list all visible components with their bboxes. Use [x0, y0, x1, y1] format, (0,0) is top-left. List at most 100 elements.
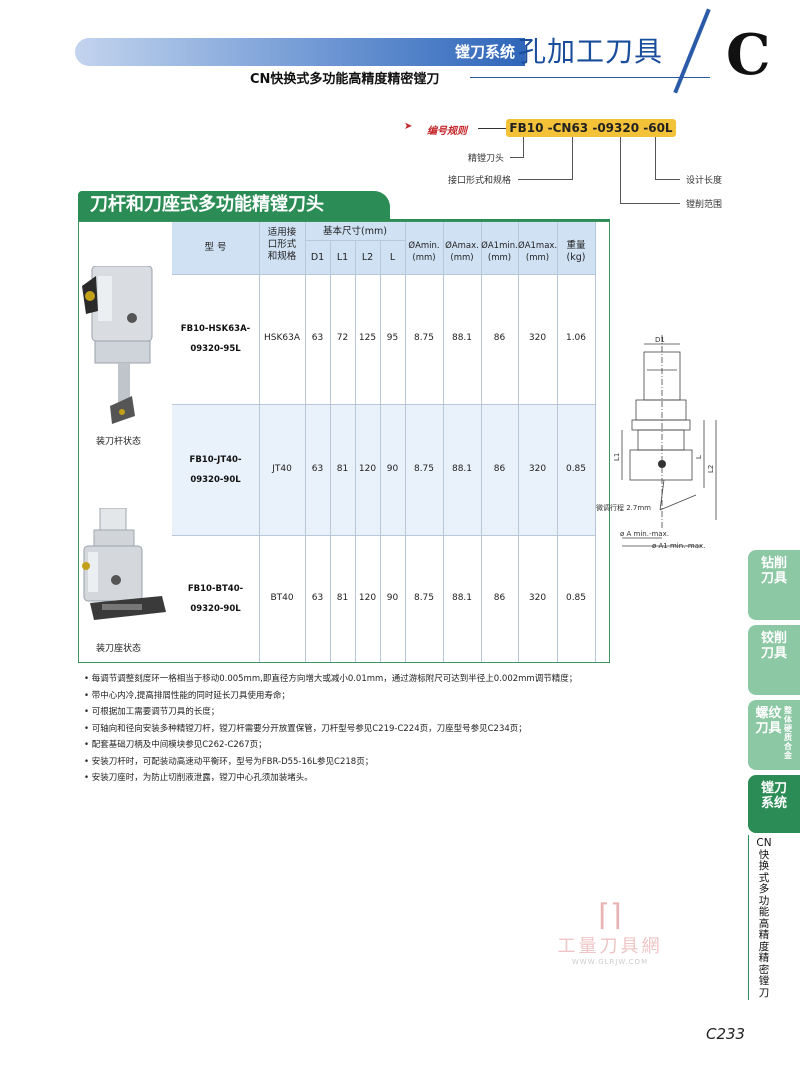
- table-cell-L2: 120: [358, 592, 377, 603]
- col-divider: [557, 222, 558, 662]
- table-cell-a_min: 8.75: [413, 592, 435, 603]
- side-vertical-title: CN快换式多功能高精度精密镗刀: [756, 837, 772, 999]
- col-divider: [481, 222, 482, 662]
- row-divider: [172, 535, 595, 536]
- row-divider: [305, 240, 405, 241]
- table-cell-model: FB10-HSK63A-09320-95L: [180, 324, 251, 354]
- col-divider: [595, 222, 596, 662]
- leader-line: [655, 137, 656, 179]
- table-cell-a1_min: 86: [493, 592, 506, 603]
- svg-text:L1: L1: [613, 453, 621, 461]
- table-cell-a1_max: 320: [528, 333, 547, 343]
- col-divider: [305, 222, 306, 662]
- page-subtitle: CN快换式多功能高精度精密镗刀: [250, 72, 440, 87]
- table-cell-D1: 63: [311, 592, 324, 603]
- side-tab-threading[interactable]: 螺纹刀具 整体硬质合金: [748, 700, 800, 770]
- svg-text:D1: D1: [655, 336, 665, 344]
- note-item: • 可轴向和径向安装多种精镗刀杆，镗刀杆需要分开放置保管，刀杆型号参见C219-…: [84, 723, 527, 734]
- col-divider: [330, 240, 331, 662]
- rule-part-length: 设计长度: [686, 176, 723, 186]
- table-cell-L: 95: [386, 333, 399, 343]
- table-cell-a1_min: 86: [493, 463, 506, 474]
- th-d1: D1: [310, 252, 325, 263]
- table-cell-L: 90: [386, 463, 399, 474]
- table-cell-L1: 81: [336, 592, 349, 603]
- th-interface: 适用接口形式和规格: [267, 227, 297, 262]
- photo-label-bar: 装刀杆状态: [96, 437, 142, 447]
- table-cell-model: FB10-JT40-09320-90L: [189, 454, 242, 485]
- table-cell-a1_max: 320: [528, 592, 547, 603]
- note-item: • 配套基础刀柄及中间模块参见C262-C267页；: [84, 740, 267, 750]
- note-item: • 安装刀杆时，可配装动高速动平衡环，型号为FBR-D55-16L参见C218页…: [84, 756, 374, 767]
- side-tab-reaming[interactable]: 铰削刀具: [748, 625, 800, 695]
- header-bar: [75, 38, 525, 66]
- col-divider: [518, 222, 519, 662]
- leader-line: [510, 157, 524, 158]
- table-cell-L1: 72: [336, 333, 349, 343]
- table-cell-interface: BT40: [270, 592, 294, 603]
- th-l2: L2: [361, 252, 374, 263]
- table-cell-a_min: 8.75: [413, 333, 435, 343]
- table-cell-a1_min: 86: [493, 333, 506, 343]
- bullet-icon: •: [84, 756, 92, 767]
- table-header-bg: [172, 222, 595, 274]
- table-cell-interface: HSK63A: [264, 333, 300, 343]
- th-a-max: ØAmax.(mm): [445, 241, 479, 263]
- photo-label-holder: 装刀座状态: [96, 644, 142, 654]
- table-cell-weight: 0.85: [565, 592, 587, 603]
- section-title: 刀杆和刀座式多功能精镗刀头: [78, 191, 390, 219]
- drawing-a-range: ø A min.-max.: [620, 530, 669, 538]
- table-cell-a_max: 88.1: [451, 592, 473, 603]
- arrow-icon: ➤: [404, 121, 413, 132]
- side-tab-drilling[interactable]: 钻削刀具: [748, 550, 800, 620]
- note-item: • 可根据加工需要调节刀具的长度；: [84, 707, 220, 717]
- rule-part-interface: 接口形式和规格: [448, 176, 512, 186]
- th-a1-min: ØA1min.(mm): [481, 241, 518, 263]
- naming-rule-label: 编号规则: [427, 126, 467, 137]
- leader-line: [572, 137, 573, 179]
- table-cell-a_max: 88.1: [451, 463, 473, 474]
- bullet-icon: •: [84, 690, 92, 701]
- header-divider: [673, 8, 711, 94]
- table-cell-weight: 1.06: [565, 333, 587, 343]
- bullet-icon: •: [84, 773, 92, 783]
- notes-list: • 每调节调整刻度环一格相当于移动0.005mm,即直径方向增大或减小0.01m…: [84, 671, 577, 787]
- svg-text:L: L: [695, 455, 703, 459]
- table-cell-a_min: 8.75: [413, 463, 435, 474]
- header-system-label: 镗刀系统: [454, 43, 515, 61]
- section-underline: [78, 219, 610, 221]
- leader-line: [518, 179, 573, 180]
- page-number: C233: [706, 1025, 746, 1043]
- table-cell-L2: 120: [358, 463, 377, 474]
- leader-line: [655, 179, 680, 180]
- chapter-letter: C: [726, 22, 771, 88]
- note-item: • 每调节调整刻度环一格相当于移动0.005mm,即直径方向增大或减小0.01m…: [84, 674, 578, 684]
- th-basic-dims: 基本尺寸(mm): [323, 226, 387, 237]
- th-l: L: [389, 252, 396, 263]
- side-tab-boring[interactable]: 镗刀系统: [748, 775, 800, 833]
- naming-rule-connector: [478, 128, 506, 129]
- table-cell-weight: 0.85: [565, 463, 587, 474]
- th-l1: L1: [336, 252, 349, 263]
- table-cell-D1: 63: [311, 463, 324, 474]
- bullet-icon: •: [84, 674, 92, 684]
- table-row-highlight: [172, 404, 595, 535]
- table-cell-interface: JT40: [272, 463, 292, 474]
- th-weight: 重量(kg): [566, 240, 586, 263]
- boring-bar-photo: [82, 266, 153, 424]
- bullet-icon: •: [84, 707, 92, 717]
- table-cell-a1_max: 320: [528, 463, 547, 474]
- table-cell-L1: 81: [336, 463, 349, 474]
- note-item: • 带中心内冷,提高排屑性能的同时延长刀具使用寿命；: [84, 690, 290, 701]
- leader-line: [620, 137, 621, 203]
- boring-holder-photo: [82, 508, 166, 620]
- note-item: • 安装刀座时，为防止切削液泄露，镗刀中心孔须加装堵头。: [84, 773, 313, 783]
- drawing-a1-range: ø A1 min.-max.: [652, 542, 706, 550]
- rule-part-head: 精镗刀头: [468, 154, 505, 164]
- row-divider: [172, 404, 595, 405]
- side-divider: [748, 835, 749, 1000]
- bullet-icon: •: [84, 740, 92, 750]
- table-cell-L: 90: [386, 592, 399, 603]
- technical-drawing: D1 L1 L L2: [613, 335, 717, 547]
- th-a-min: ØAmin.(mm): [408, 241, 440, 263]
